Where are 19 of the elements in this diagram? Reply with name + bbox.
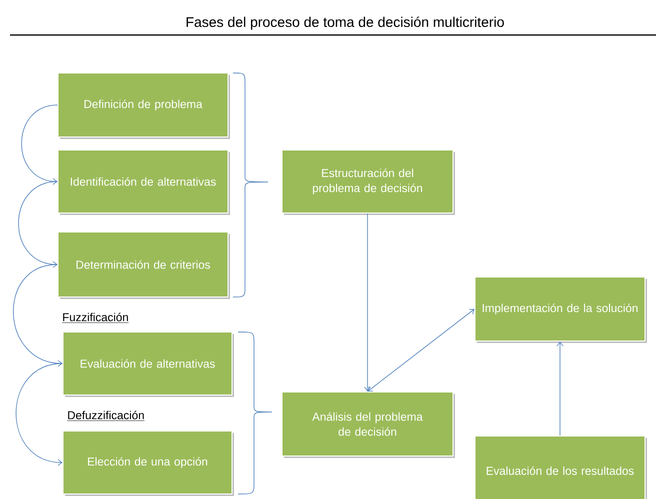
process-box: Implementación de la solución <box>474 276 646 342</box>
underlined-label: Fuzzificación <box>62 312 129 323</box>
arrow <box>368 309 474 392</box>
process-box: Determinación de criterios <box>58 232 228 298</box>
process-box: Definición de problema <box>58 72 228 138</box>
arrow <box>21 104 58 185</box>
arrow <box>16 363 63 466</box>
process-box: Identificación de alternativas <box>58 150 228 214</box>
process-box: Análisis del problema de decisión <box>282 392 454 456</box>
arrow <box>364 213 371 392</box>
process-box: Evaluación de alternativas <box>62 332 232 396</box>
arrow <box>13 264 62 367</box>
process-box: Evaluación de los resultados <box>474 436 646 499</box>
process-box: Elección de una opción <box>62 430 232 494</box>
title: Fases del proceso de toma de decisión multicriterio <box>186 16 504 30</box>
process-box: Estructuración del problema de decisión <box>282 150 454 214</box>
arrow <box>556 342 564 436</box>
arrow <box>18 181 58 268</box>
underlined-label: Defuzzificación <box>67 410 145 421</box>
